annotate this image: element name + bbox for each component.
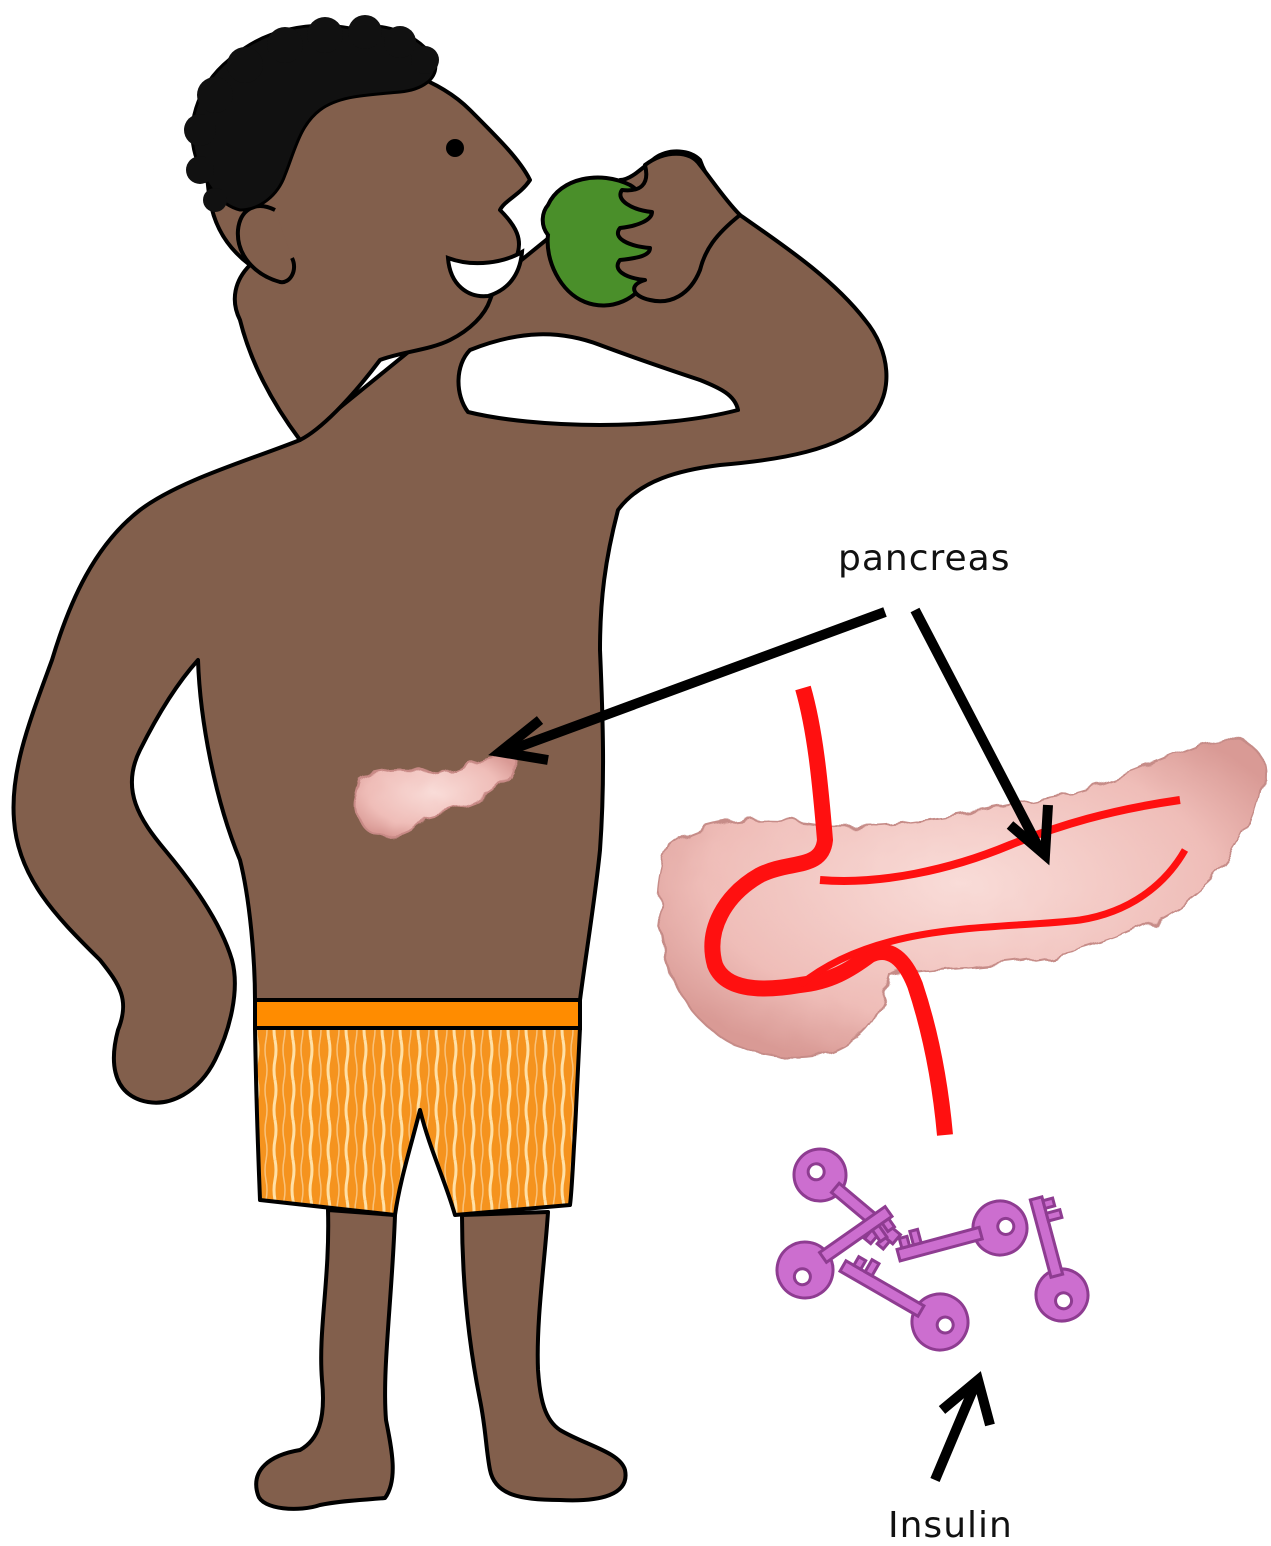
large-pancreas: [658, 688, 1262, 1135]
shorts-waistband: [255, 1000, 580, 1028]
person: [13, 15, 886, 1509]
shorts: [255, 1028, 580, 1215]
right-leg: [462, 1212, 626, 1500]
key-icon: [892, 1195, 1033, 1281]
pancreas-organ: [658, 740, 1262, 1057]
left-leg: [256, 1210, 395, 1509]
eye: [446, 139, 464, 157]
insulin-keys: [766, 1138, 1094, 1360]
insulin-label: Insulin: [888, 1505, 1013, 1546]
pancreas-label: pancreas: [838, 538, 1011, 579]
